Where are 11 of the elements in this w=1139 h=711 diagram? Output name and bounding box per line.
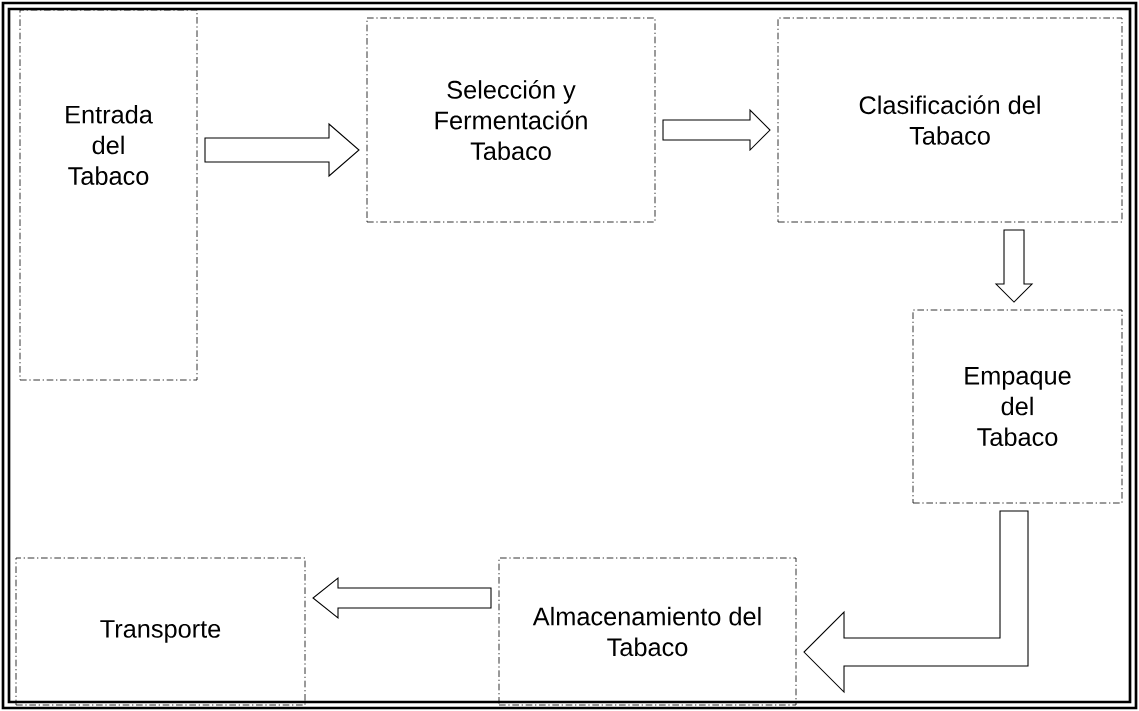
block-arrow bbox=[994, 229, 1034, 303]
process-box: Empaque del Tabaco bbox=[912, 309, 1123, 504]
block-arrow bbox=[204, 122, 360, 178]
process-box: Clasificación del Tabaco bbox=[777, 17, 1123, 223]
process-box: Transporte bbox=[15, 557, 306, 706]
block-arrow bbox=[803, 510, 1029, 694]
process-box: Entrada del Tabaco bbox=[19, 9, 198, 381]
block-arrow bbox=[312, 576, 492, 620]
process-box: Almacenamiento del Tabaco bbox=[498, 557, 797, 706]
block-arrow bbox=[662, 108, 771, 152]
process-box: Selección y Fermentación Tabaco bbox=[366, 17, 656, 223]
